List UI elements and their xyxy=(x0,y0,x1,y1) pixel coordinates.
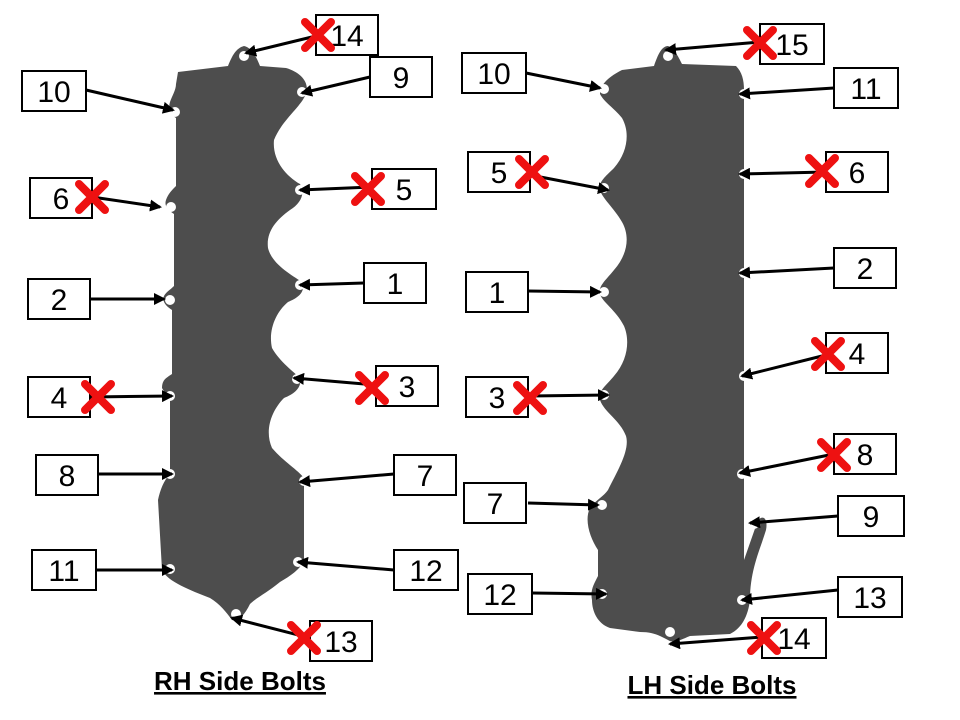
lh-bolt-hole xyxy=(599,84,609,94)
lh-label-11: 11 xyxy=(833,67,899,109)
svg-text:13: 13 xyxy=(853,582,886,615)
rh-label-7: 7 xyxy=(393,454,457,496)
lh-arrow-8 xyxy=(738,452,835,477)
lh-arrow-10 xyxy=(525,71,602,92)
svg-text:14: 14 xyxy=(777,623,810,656)
rh-label-8: 8 xyxy=(35,454,99,496)
lh-label-14: 14 xyxy=(761,617,827,659)
lh-arrow-11 xyxy=(738,86,835,100)
svg-text:6: 6 xyxy=(53,183,70,216)
lh-arrow-4 xyxy=(740,353,827,380)
rh-label-4: 4 xyxy=(27,376,91,418)
svg-text:7: 7 xyxy=(487,488,504,521)
svg-text:6: 6 xyxy=(849,157,866,190)
rh-arrow-14 xyxy=(244,34,317,57)
rh-bolt-hole xyxy=(165,295,175,305)
lh-gasket xyxy=(587,46,767,642)
lh-arrow-13 xyxy=(740,588,839,605)
lh-arrow-9 xyxy=(748,514,839,529)
rh-arrow-5 xyxy=(298,183,373,196)
rh-labels: 14 9 10 5 6 1 2 3 xyxy=(21,14,459,662)
lh-arrows xyxy=(525,40,839,650)
svg-text:1: 1 xyxy=(387,268,404,301)
svg-text:3: 3 xyxy=(399,371,416,404)
lh-arrow-6 xyxy=(738,167,827,180)
rh-arrow-7 xyxy=(298,472,395,488)
lh-label-13: 13 xyxy=(837,576,903,618)
svg-text:2: 2 xyxy=(51,284,68,317)
svg-text:12: 12 xyxy=(409,555,442,588)
rh-label-1: 1 xyxy=(363,262,427,304)
svg-text:3: 3 xyxy=(489,382,506,415)
svg-text:7: 7 xyxy=(417,460,434,493)
svg-text:4: 4 xyxy=(849,338,866,371)
svg-text:1: 1 xyxy=(489,277,506,310)
svg-text:11: 11 xyxy=(850,73,881,106)
svg-text:11: 11 xyxy=(48,555,79,588)
rh-bolt-hole xyxy=(166,202,176,212)
svg-text:9: 9 xyxy=(863,501,880,534)
lh-label-1: 1 xyxy=(465,271,529,313)
lh-label-7: 7 xyxy=(463,482,527,524)
lh-label-10: 10 xyxy=(461,52,527,94)
rh-gasket xyxy=(158,46,309,621)
rh-label-2: 2 xyxy=(27,278,91,320)
rh-caption: RH Side Bolts xyxy=(154,666,326,696)
lh-arrow-3 xyxy=(529,389,610,402)
rh-label-9: 9 xyxy=(369,56,433,98)
lh-label-12: 12 xyxy=(467,573,533,615)
lh-label-9: 9 xyxy=(837,495,905,537)
lh-bolt-hole xyxy=(597,500,607,510)
svg-text:8: 8 xyxy=(59,460,76,493)
rh-arrow-6 xyxy=(91,195,162,212)
lh-bolt-hole xyxy=(665,627,675,637)
rh-arrow-12 xyxy=(296,556,395,572)
lh-arrow-14 xyxy=(668,635,763,650)
rh-label-11: 11 xyxy=(31,549,97,591)
rh-label-12: 12 xyxy=(393,549,459,591)
svg-text:2: 2 xyxy=(857,253,874,286)
rh-arrow-1 xyxy=(298,278,365,291)
lh-arrow-1 xyxy=(527,285,602,298)
lh-label-4: 4 xyxy=(825,332,889,374)
rh-label-14: 14 xyxy=(315,14,379,56)
svg-text:13: 13 xyxy=(324,626,357,659)
rh-gasket-body xyxy=(158,46,307,621)
rh-label-13: 13 xyxy=(309,620,373,662)
svg-text:15: 15 xyxy=(775,29,808,62)
lh-label-2: 2 xyxy=(833,247,897,289)
svg-text:8: 8 xyxy=(857,439,874,472)
svg-text:12: 12 xyxy=(483,579,516,612)
svg-text:10: 10 xyxy=(477,58,510,91)
svg-text:14: 14 xyxy=(330,20,363,53)
rh-label-10: 10 xyxy=(21,70,87,112)
svg-text:10: 10 xyxy=(37,76,70,109)
lh-bolt-hole xyxy=(599,287,609,297)
lh-arrow-7 xyxy=(527,498,600,511)
lh-gasket-body xyxy=(587,46,767,642)
lh-arrow-15 xyxy=(664,40,761,56)
lh-bolt-hole xyxy=(663,51,673,61)
svg-text:9: 9 xyxy=(393,62,410,95)
lh-arrow-2 xyxy=(738,266,835,279)
rh-arrow-9 xyxy=(300,75,371,97)
rh-arrow-10 xyxy=(85,88,175,114)
svg-text:5: 5 xyxy=(396,174,413,207)
svg-text:4: 4 xyxy=(51,382,68,415)
lh-arrow-12 xyxy=(531,587,608,600)
svg-text:5: 5 xyxy=(491,157,508,190)
lh-caption: LH Side Bolts xyxy=(627,670,796,700)
